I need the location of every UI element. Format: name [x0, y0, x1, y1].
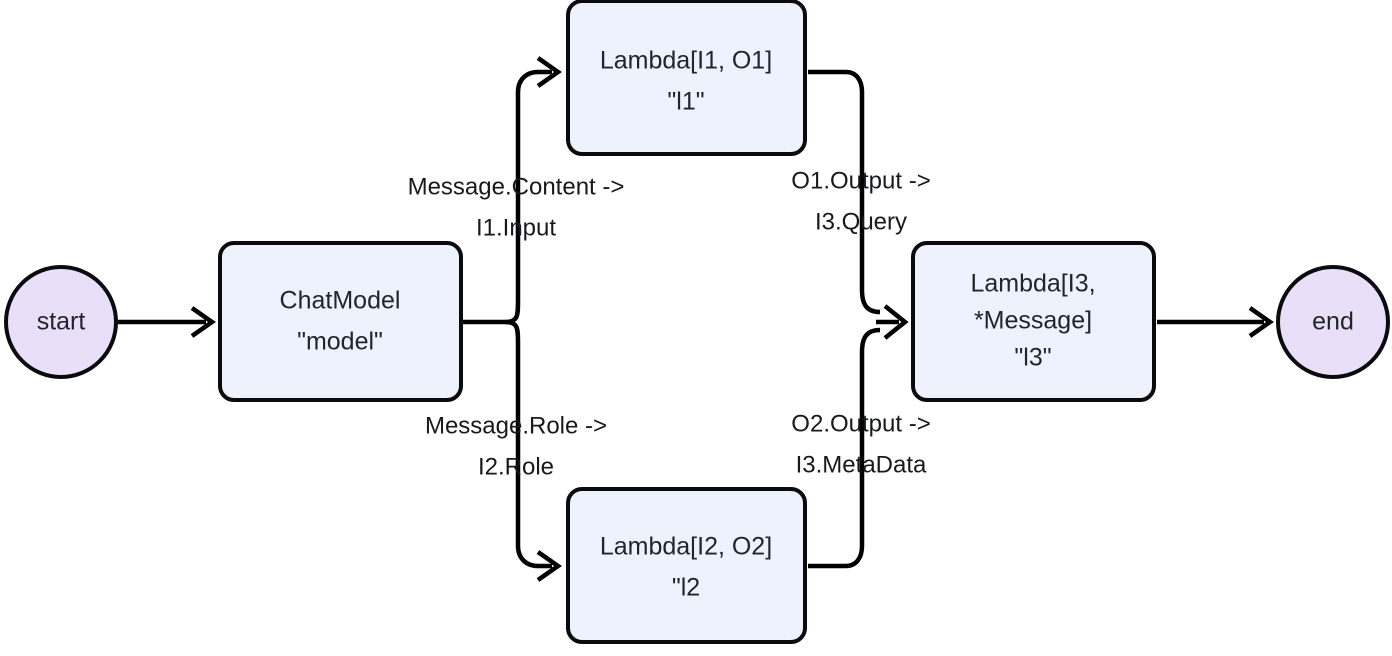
node-model[interactable]: ChatModel "model" — [218, 241, 463, 402]
edge-label-l2-to-l3-line1: O2.Output -> — [791, 410, 930, 437]
edge-label-model-to-l2-line1: Message.Role -> — [425, 412, 607, 439]
edge-label-l1-to-l3: O1.Output -> I3.Query — [791, 167, 930, 235]
node-start[interactable]: start — [4, 265, 118, 379]
l2-label-line2: "l2 — [672, 574, 700, 602]
edge-label-model-to-l2: Message.Role -> I2.Role — [425, 412, 607, 480]
start-circle[interactable] — [4, 265, 118, 379]
edge-model-to-l2 — [504, 319, 562, 582]
edge-label-l2-to-l3: O2.Output -> I3.MetaData — [791, 410, 930, 478]
edge-label-model-to-l1-line1: Message.Content -> — [408, 173, 625, 200]
node-layer: start ChatModel "model" Lambda[I1, O1] "… — [4, 0, 1390, 644]
l3-label-line3: "l3" — [1014, 344, 1051, 372]
edge-start-to-model — [118, 306, 216, 338]
l1-box[interactable] — [566, 0, 807, 156]
l3-label-line2: *Message] — [974, 307, 1092, 335]
edge-model-to-l1 — [504, 56, 562, 325]
edge-l2-to-l3 — [808, 327, 881, 569]
edge-l1-to-l3 — [808, 69, 881, 315]
model-label-line2: "model" — [297, 328, 383, 356]
edge-label-model-to-l2-line2: I2.Role — [478, 453, 554, 480]
node-l3[interactable]: Lambda[I3, *Message] "l3" — [911, 241, 1156, 402]
node-l1[interactable]: Lambda[I1, O1] "l1" — [566, 0, 807, 156]
node-end[interactable]: end — [1276, 265, 1390, 379]
l3-label-line1: Lambda[I3, — [970, 270, 1095, 298]
start-label: start — [37, 308, 86, 336]
model-label-line1: ChatModel — [280, 287, 401, 315]
l2-label-line1: Lambda[I2, O2] — [600, 533, 772, 561]
edge-label-model-to-l1-line2: I1.Input — [476, 214, 556, 241]
edge-label-layer: Message.Content -> I1.Input Message.Role… — [408, 167, 931, 480]
edge-merge-arrow-l3 — [876, 304, 909, 340]
edge-label-model-to-l1: Message.Content -> I1.Input — [408, 173, 625, 241]
l2-box[interactable] — [566, 487, 807, 644]
node-l2[interactable]: Lambda[I2, O2] "l2 — [566, 487, 807, 644]
model-box[interactable] — [218, 241, 463, 402]
edge-label-l1-to-l3-line2: I3.Query — [815, 208, 907, 235]
l3-box[interactable] — [911, 241, 1156, 402]
end-label: end — [1312, 308, 1354, 336]
edge-label-l1-to-l3-line1: O1.Output -> — [791, 167, 930, 194]
edge-l3-to-end — [1157, 306, 1274, 338]
l1-label-line1: Lambda[I1, O1] — [600, 47, 772, 75]
l1-label-line2: "l1" — [667, 88, 704, 116]
end-circle[interactable] — [1276, 265, 1390, 379]
edge-layer — [118, 56, 1274, 582]
edge-label-l2-to-l3-line2: I3.MetaData — [796, 451, 927, 478]
